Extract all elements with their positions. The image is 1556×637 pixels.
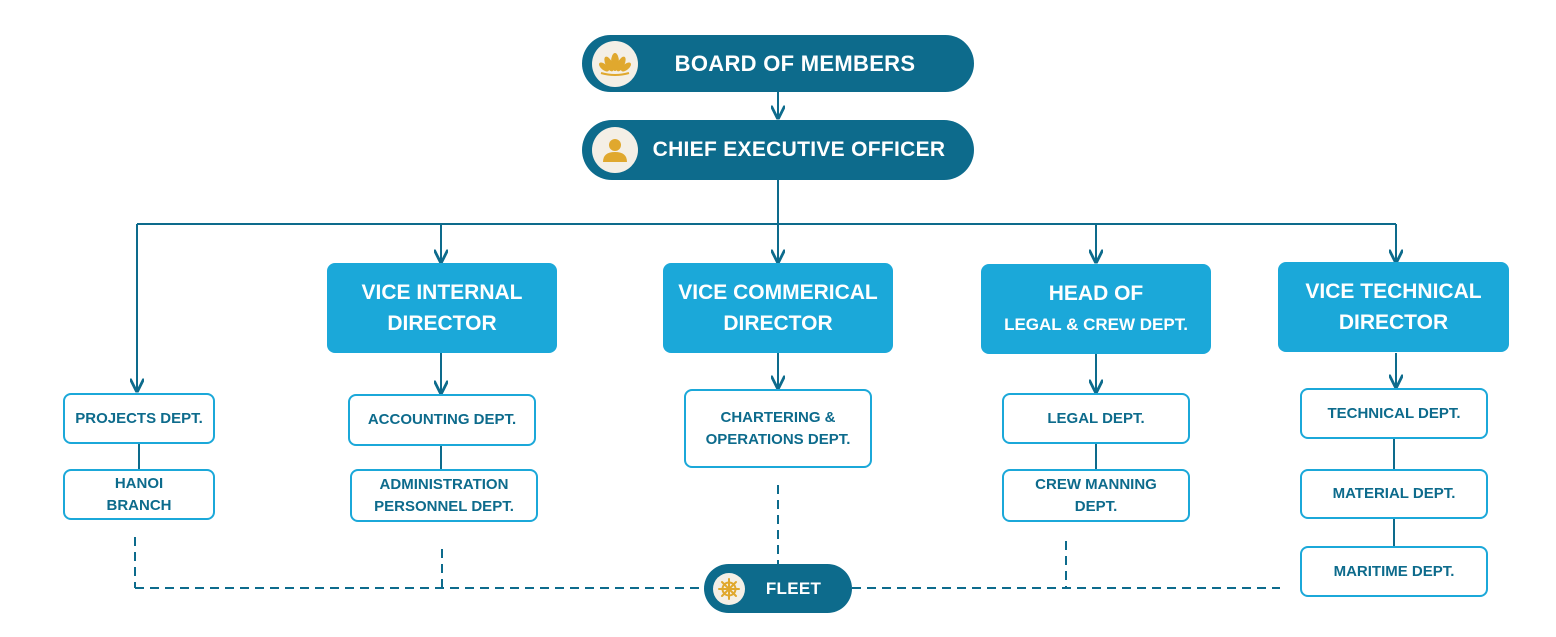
dept-label: MATERIAL DEPT.	[1332, 485, 1456, 502]
dept-label: ACCOUNTING DEPT.	[367, 411, 517, 428]
dept-legal: LEGAL DEPT.	[1002, 393, 1190, 444]
director-vice-internal: VICE INTERNAL DIRECTOR	[327, 263, 557, 353]
dept-label-line-2: DEPT.	[1074, 497, 1118, 515]
director-vice-commercial: VICE COMMERICAL DIRECTOR	[663, 263, 893, 353]
dept-label: PROJECTS DEPT.	[75, 409, 203, 427]
director-line-2: LEGAL & CREW DEPT.	[1004, 315, 1188, 334]
dept-label-line-1: HANOI	[114, 474, 164, 492]
dept-label-line-1: CREW MANNING	[1035, 475, 1157, 493]
director-line-1: VICE INTERNAL	[361, 281, 523, 304]
dept-label-line-2: PERSONNEL DEPT.	[374, 497, 514, 515]
dept-administration-personnel: ADMINISTRATION PERSONNEL DEPT.	[350, 469, 538, 522]
dept-label-line-1: ADMINISTRATION	[379, 475, 509, 493]
fleet-label: FLEET	[765, 578, 822, 598]
dept-accounting: ACCOUNTING DEPT.	[348, 394, 536, 446]
dept-label-line-2: BRANCH	[106, 496, 172, 514]
dept-chartering-operations: CHARTERING & OPERATIONS DEPT.	[684, 389, 872, 468]
person-icon	[592, 127, 638, 173]
director-line-2: DIRECTOR	[387, 312, 497, 335]
director-line-1: VICE COMMERICAL	[678, 281, 878, 304]
fleet-node: FLEET	[704, 564, 852, 613]
dept-material: MATERIAL DEPT.	[1300, 469, 1488, 519]
lotus-icon	[592, 40, 638, 87]
director-line-1: VICE TECHNICAL	[1305, 280, 1482, 303]
ceo-node: CHIEF EXECUTIVE OFFICER	[582, 120, 974, 180]
dept-maritime: MARITIME DEPT.	[1300, 546, 1488, 597]
director-line-2: DIRECTOR	[723, 312, 833, 335]
board-of-members-label: BOARD OF MEMBERS	[674, 50, 916, 76]
ship-wheel-icon	[713, 572, 745, 605]
director-vice-technical: VICE TECHNICAL DIRECTOR	[1278, 262, 1509, 352]
dept-label-line-2: OPERATIONS DEPT.	[705, 430, 851, 448]
dept-technical: TECHNICAL DEPT.	[1300, 388, 1488, 439]
dept-crew-manning: CREW MANNING DEPT.	[1002, 469, 1190, 522]
dept-label: MARITIME DEPT.	[1333, 562, 1455, 580]
board-of-members-node: BOARD OF MEMBERS	[582, 35, 974, 92]
director-line-1: HEAD OF	[1048, 282, 1144, 305]
dept-label: LEGAL DEPT.	[1047, 409, 1145, 427]
dept-label: TECHNICAL DEPT.	[1327, 404, 1461, 422]
dept-hanoi-branch: HANOI BRANCH	[63, 469, 215, 520]
ceo-label: CHIEF EXECUTIVE OFFICER	[652, 138, 946, 161]
director-head-legal-crew: HEAD OF LEGAL & CREW DEPT.	[981, 264, 1211, 354]
dept-label-line-1: CHARTERING &	[720, 408, 836, 426]
director-line-2: DIRECTOR	[1338, 311, 1449, 334]
dept-projects: PROJECTS DEPT.	[63, 393, 215, 444]
